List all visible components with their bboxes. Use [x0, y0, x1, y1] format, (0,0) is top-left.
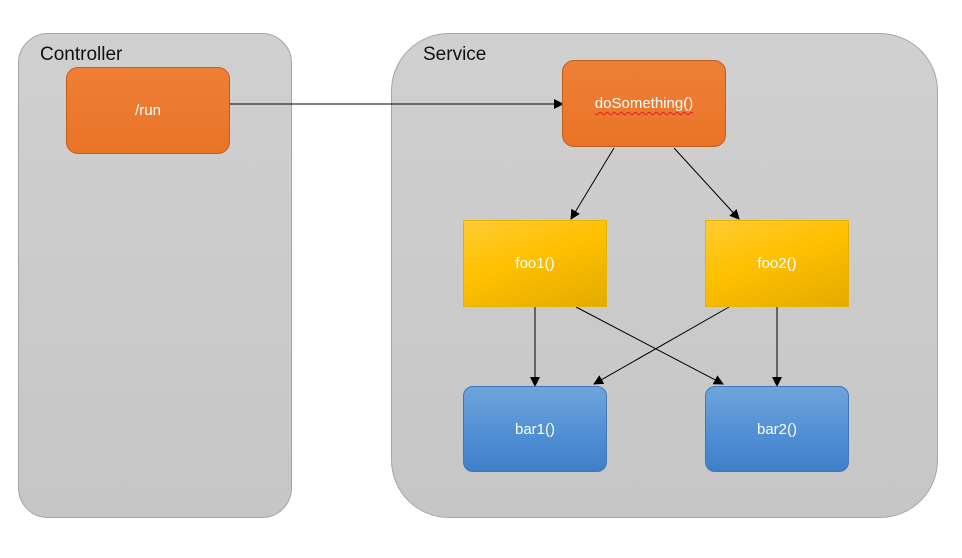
- bar2-label: bar2(): [756, 420, 797, 438]
- controller-group-title: Controller: [40, 44, 123, 65]
- foo1-label: foo1(): [515, 255, 555, 272]
- service-group-title: Service: [423, 44, 487, 65]
- edge-dosomething-to-foo2: [673, 147, 740, 220]
- edge-foo2-to-bar1: [593, 306, 730, 385]
- dosomething-node: doSomething(): [562, 60, 726, 147]
- edge-dosomething-to-foo1: [570, 147, 615, 220]
- dosomething-label: doSomething(): [594, 95, 694, 112]
- edge-foo1-to-bar2: [575, 306, 724, 385]
- bar1-label: bar1(): [514, 420, 555, 438]
- bar2-node: bar2(): [705, 386, 849, 472]
- foo2-label: foo2(): [757, 255, 797, 272]
- run-endpoint-node: /run: [66, 67, 230, 154]
- bar1-node: bar1(): [463, 386, 607, 472]
- run-endpoint-label: /run: [135, 102, 161, 119]
- foo1-node: foo1(): [463, 220, 607, 307]
- foo2-node: foo2(): [705, 220, 849, 307]
